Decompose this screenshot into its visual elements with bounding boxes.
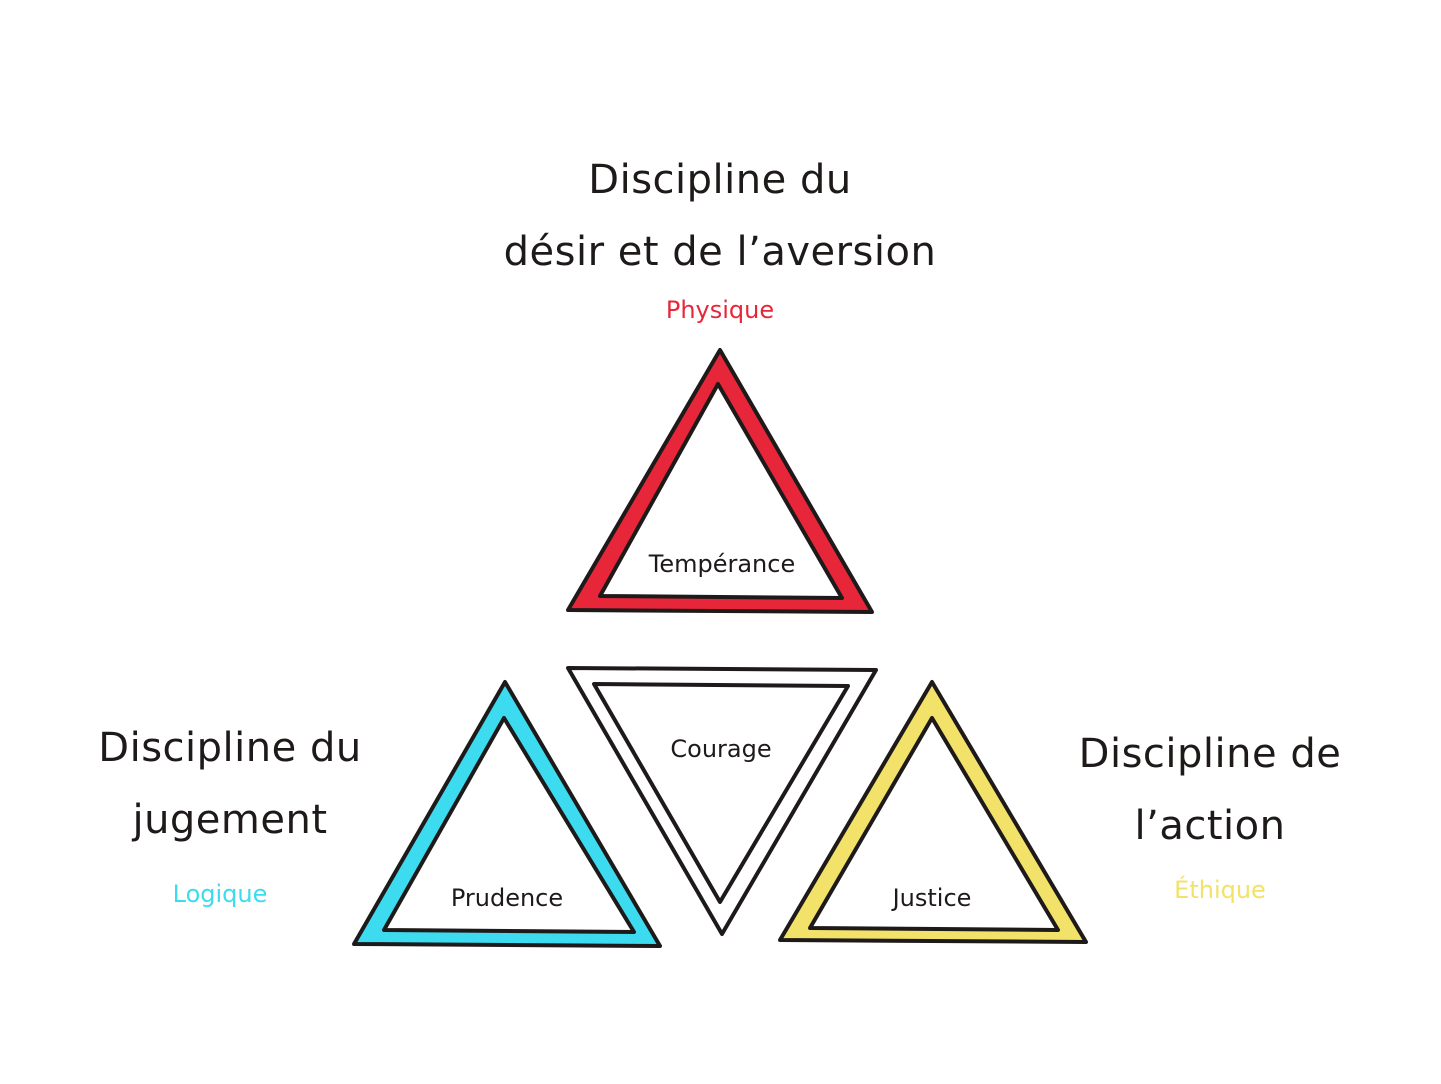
heading-desire-aversion-line2: désir et de l’aversion: [503, 229, 937, 275]
triangle-justice-inner: [808, 716, 1060, 932]
triangle-prudence: Prudence: [352, 680, 662, 948]
triangle-justice: Justice: [778, 680, 1088, 944]
triangle-temperance: Tempérance: [566, 348, 874, 614]
heading-desire-aversion-line1: Discipline du: [588, 157, 852, 203]
heading-judgement-line1: Discipline du: [98, 725, 362, 771]
heading-desire-aversion: Discipline du désir et de l’aversion: [420, 144, 1020, 288]
triangle-courage-inner: [592, 682, 850, 904]
heading-judgement-line2: jugement: [132, 797, 328, 843]
heading-action-line2: l’action: [1134, 803, 1286, 849]
domain-logique: Logique: [172, 880, 268, 908]
triangle-temperance-inner: [598, 382, 844, 600]
virtue-prudence: Prudence: [451, 884, 563, 912]
virtue-justice: Justice: [891, 884, 972, 912]
heading-action-line1: Discipline de: [1078, 731, 1342, 777]
heading-judgement: Discipline du jugement: [40, 712, 420, 856]
domain-physique: Physique: [665, 296, 775, 324]
virtue-courage: Courage: [670, 735, 771, 763]
virtue-temperance: Tempérance: [648, 550, 795, 578]
triangle-courage: Courage: [566, 666, 878, 936]
triangle-prudence-inner: [382, 716, 636, 934]
heading-action: Discipline de l’action: [1020, 718, 1400, 862]
domain-ethique: Éthique: [1174, 876, 1266, 904]
